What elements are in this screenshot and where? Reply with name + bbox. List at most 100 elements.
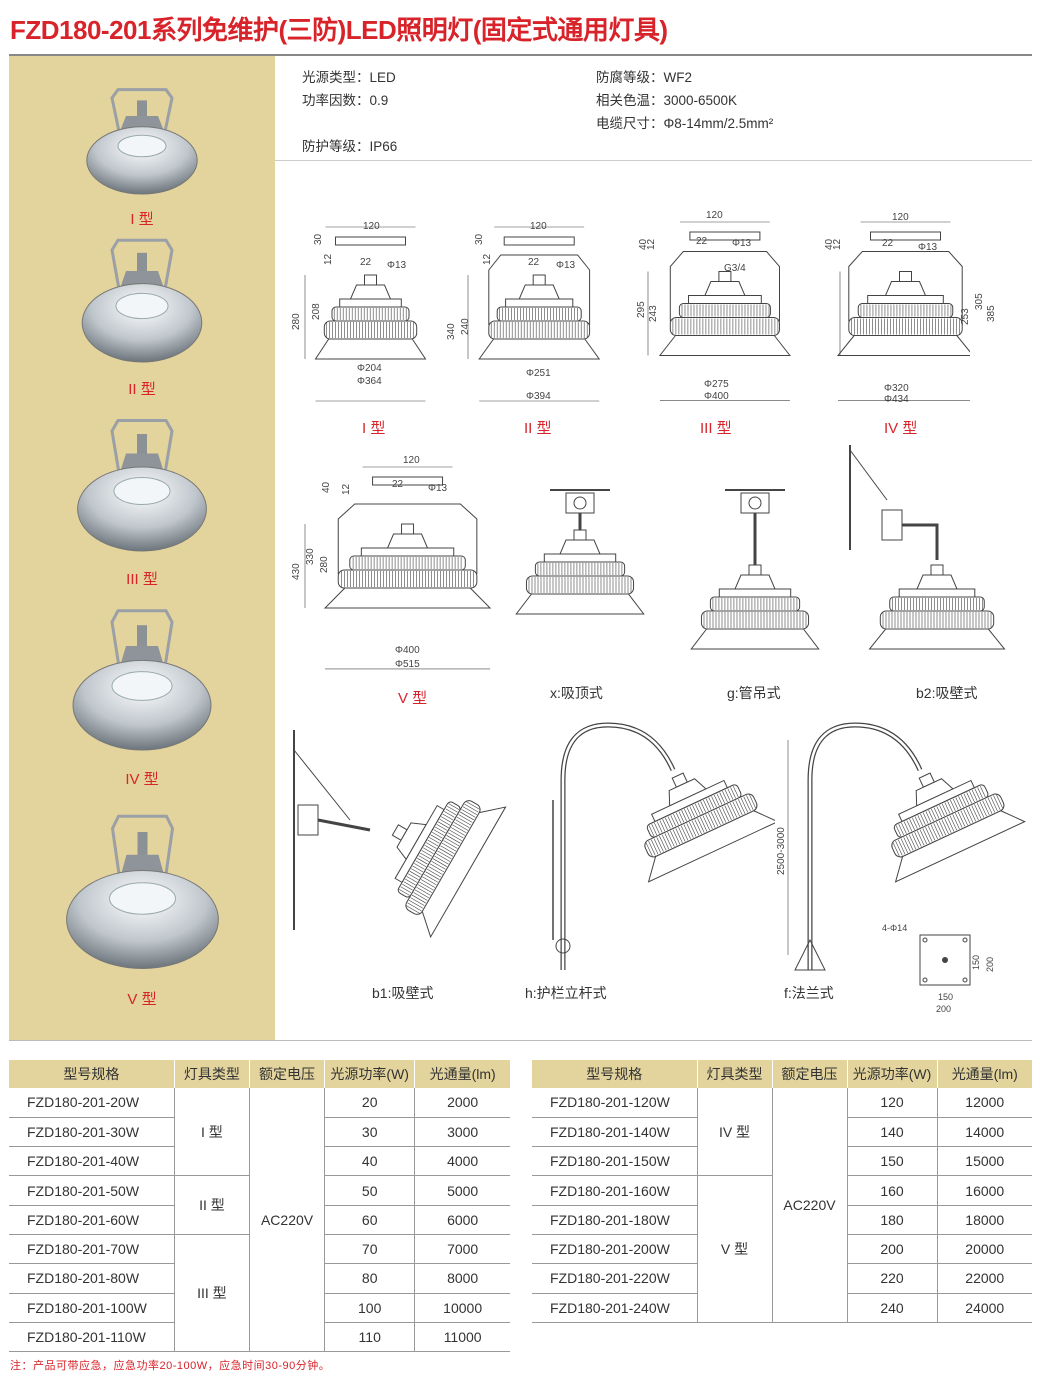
dim-label: 30 (474, 233, 485, 245)
power-cell: 140 (846, 1117, 937, 1148)
dim-label: G3/4 (724, 263, 746, 274)
flux-cell: 6000 (414, 1205, 510, 1235)
drawing-guardrail-pole: h:护栏立杆式 (515, 720, 775, 1005)
lamp-photo-icon (77, 419, 207, 552)
dim-label: 120 (403, 455, 420, 466)
spec-anticorrosion: 防腐等级：WF2 (596, 70, 692, 85)
dim-label: 150 (938, 992, 954, 1002)
drawing-caption: b1:吸壁式 (372, 985, 434, 1001)
power-cell: 160 (846, 1175, 937, 1206)
flux-cell: 3000 (414, 1117, 510, 1148)
model-cell: FZD180-201-180W (532, 1205, 697, 1235)
photo-type-3: III 型 (9, 416, 275, 589)
bracket-icon (110, 609, 174, 674)
footnote: 注：产品可带应急，应急功率20-100W，应急时间30-90分钟。 (10, 1360, 331, 1372)
dim-label: 2500-3000 (776, 827, 787, 875)
lamp-drawing (849, 445, 1006, 650)
dim-label: Φ13 (387, 260, 407, 271)
dim-label: 120 (363, 221, 380, 232)
photo-type-1: I 型 (9, 86, 275, 229)
power-cell: 50 (324, 1175, 415, 1206)
spec-light-source: 光源类型：LED (302, 70, 396, 85)
power-cell: 70 (324, 1234, 415, 1265)
dim-label: Φ13 (428, 483, 448, 494)
column-header: 光源功率(W) (846, 1060, 937, 1088)
lamp-drawing (552, 722, 775, 970)
drawing-caption: IV 型 (884, 420, 918, 437)
power-cell: 180 (846, 1205, 937, 1235)
flux-cell: 15000 (936, 1146, 1032, 1177)
drawing-caption: II 型 (524, 420, 552, 437)
column-header: 额定电压 (771, 1060, 847, 1088)
photo-label: I 型 (130, 211, 154, 228)
dim-label: Φ13 (732, 238, 752, 249)
power-cell: 110 (324, 1322, 415, 1353)
model-cell: FZD180-201-50W (9, 1175, 175, 1206)
dim-label: 200 (936, 1004, 952, 1014)
model-cell: FZD180-201-200W (532, 1234, 697, 1265)
bracket-icon (110, 419, 174, 480)
dim-label: 150 (971, 954, 981, 970)
drawing-type-5: 120 40 12 22 Φ13 430 330 280 Φ400 Φ515 V… (285, 455, 500, 710)
column-header: 光通量(lm) (414, 1060, 510, 1088)
power-cell: 80 (324, 1263, 415, 1294)
drawing-caption: I 型 (362, 420, 386, 437)
power-cell: 100 (324, 1293, 415, 1323)
model-cell: FZD180-201-40W (9, 1146, 175, 1177)
drawing-caption: g:管吊式 (727, 685, 781, 701)
dim-label: Φ364 (357, 376, 382, 387)
dim-label: Φ13 (918, 242, 938, 253)
bracket-icon (110, 814, 174, 885)
power-cell: 150 (846, 1146, 937, 1177)
flux-cell: 12000 (936, 1088, 1032, 1118)
dim-label: 208 (311, 303, 322, 320)
lamp-drawing (293, 730, 507, 939)
dim-label: 295 (636, 301, 647, 318)
power-cell: 40 (324, 1146, 415, 1177)
type-cell: IV 型 (696, 1088, 772, 1177)
dim-label: 340 (446, 323, 457, 340)
photo-type-2: II 型 (9, 236, 275, 399)
model-cell: FZD180-201-240W (532, 1293, 697, 1323)
flux-cell: 2000 (414, 1088, 510, 1118)
column-header: 光源功率(W) (324, 1060, 415, 1088)
lamp-photo-icon (86, 88, 198, 195)
lamp-drawing (467, 226, 601, 402)
dim-label: 12 (832, 238, 843, 250)
dim-label: Φ515 (395, 659, 420, 670)
model-cell: FZD180-201-120W (532, 1088, 697, 1118)
column-header: 灯具类型 (173, 1060, 250, 1088)
dim-label: 385 (986, 305, 997, 322)
dim-label: Φ204 (357, 363, 382, 374)
dim-label: Φ394 (526, 391, 551, 402)
spec-table-right: 型号规格灯具类型额定电压光源功率(W)光通量(lm)FZD180-201-120… (532, 1060, 1032, 1323)
lamp-drawing (787, 722, 1026, 986)
drawing-type-2: 120 30 12 22 Φ13 340 240 Φ251 Φ394 II 型 (446, 215, 608, 437)
spec-divider (275, 160, 1032, 161)
type-cell: V 型 (696, 1175, 772, 1323)
lamp-photo-icon (81, 238, 203, 363)
dim-label: 330 (305, 548, 316, 565)
photo-label: II 型 (128, 381, 156, 398)
page-title: FZD180-201系列免维护(三防)LED照明灯(固定式通用灯具) (10, 15, 668, 45)
dim-label: 22 (696, 236, 708, 247)
lamp-drawing (304, 466, 492, 670)
drawing-type-1: 120 30 12 22 Φ13 280 208 Φ204 Φ364 I 型 (285, 215, 435, 437)
dim-label: 40 (321, 481, 332, 493)
flux-cell: 7000 (414, 1234, 510, 1265)
power-cell: 200 (846, 1234, 937, 1265)
spec-color-temp: 相关色温：3000-6500K (596, 93, 738, 108)
photo-label: V 型 (127, 991, 157, 1008)
lamp-photo-icon (72, 609, 212, 751)
dim-label: 120 (530, 221, 547, 232)
column-header: 灯具类型 (696, 1060, 772, 1088)
lamp-drawing (304, 226, 427, 402)
spec-list-right: 防腐等级：WF2 相关色温：3000-6500K 电缆尺寸：Φ8-14mm/2.… (596, 66, 773, 135)
